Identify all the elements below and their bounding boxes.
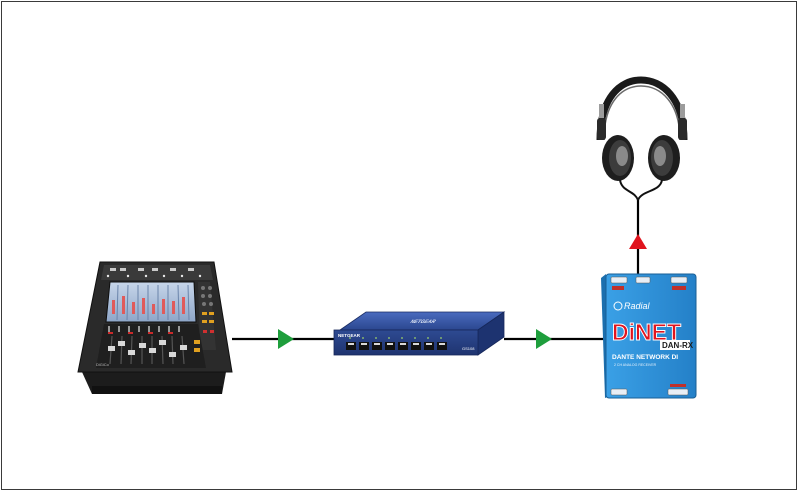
headphones-icon (596, 76, 688, 201)
arrow-right-green-icon (536, 329, 552, 349)
digital-mixing-console-icon: DiGiCo (77, 261, 233, 394)
dinet-brand-label: Radial (624, 301, 651, 311)
radial-dinet-dan-rx-icon: Radial DiNET DAN-RX DANTE NETWORK DI 2 C… (601, 273, 697, 399)
arrow-up-red-icon (629, 234, 647, 249)
switch-model-label: GS108 (462, 346, 475, 351)
network-switch-icon: NETGEAR GS108 NETGEAR (333, 311, 506, 356)
console-brand-label: DiGiCo (96, 362, 110, 367)
switch-brand-label: NETGEAR (338, 333, 361, 338)
dinet-small-text: 2 CH ANALOG RECEIVER (614, 363, 657, 367)
dinet-title-bottom: DAN-RX (662, 341, 694, 350)
svg-text:NETGEAR: NETGEAR (409, 319, 437, 324)
dinet-subtitle: DANTE NETWORK DI (612, 354, 678, 361)
arrow-right-green-icon (278, 329, 294, 349)
